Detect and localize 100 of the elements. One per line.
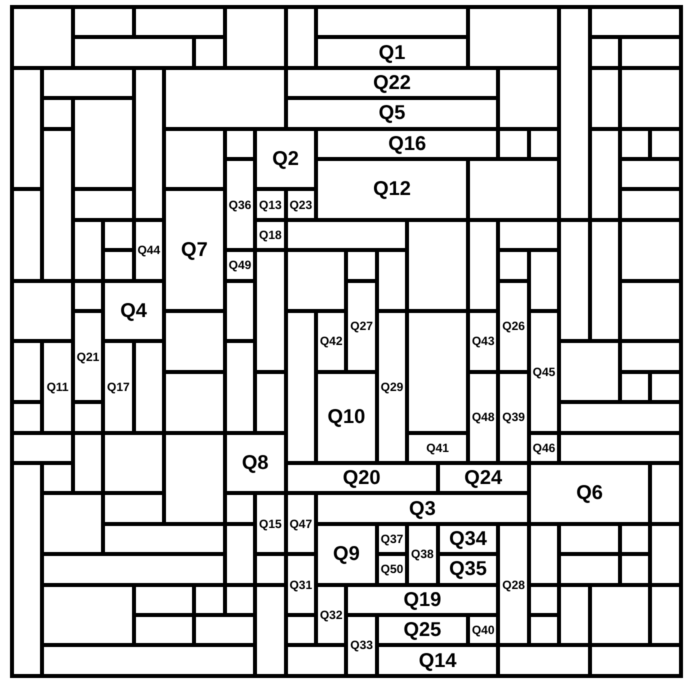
labeled-rectangle: [407, 524, 438, 585]
rectangle-label: Q11: [46, 380, 69, 393]
rectangle-label: Q46: [532, 442, 556, 454]
empty-rectangle: [42, 68, 134, 98]
labeled-rectangle: [316, 524, 377, 585]
empty-rectangle: [620, 220, 683, 281]
labeled-rectangle: [134, 220, 164, 281]
empty-rectangle: [42, 98, 73, 129]
rectangle-label: Q12: [373, 179, 411, 200]
empty-rectangle: [72, 280, 104, 311]
labeled-rectangle: [438, 554, 498, 585]
rectangle-label: Q9: [333, 544, 360, 564]
rectangle-label: Q1: [378, 42, 406, 63]
labeled-rectangle: [528, 311, 560, 433]
empty-rectangle: [10, 432, 73, 463]
rectangle-label: Q45: [532, 366, 556, 378]
rectangle-label: Q42: [320, 335, 343, 348]
rectangle-label: Q2: [272, 148, 299, 169]
rectangle-label: Q44: [137, 244, 160, 256]
rectangle-label: Q41: [426, 442, 449, 454]
labeled-rectangle: [528, 463, 650, 524]
rectangle-label: Q27: [350, 320, 373, 332]
labeled-rectangle: [255, 220, 286, 250]
empty-rectangle: [164, 68, 286, 129]
empty-rectangle: [286, 5, 316, 68]
empty-rectangle: [620, 372, 650, 402]
rectangle-label: Q3: [409, 498, 436, 519]
labeled-rectangle: [316, 128, 498, 159]
rectangle-label: Q34: [449, 528, 487, 549]
labeled-rectangle: [286, 493, 316, 554]
labeled-rectangle: [438, 463, 529, 494]
labeled-rectangle: [376, 524, 408, 554]
labeled-rectangle: [103, 341, 134, 433]
rectangle-label: Q39: [502, 411, 525, 424]
empty-rectangle: [620, 341, 683, 372]
labeled-rectangle: [286, 463, 438, 494]
rectangle-label: Q15: [259, 518, 282, 530]
labeled-rectangle: [468, 311, 498, 372]
labeled-rectangle: [468, 372, 498, 463]
rectangle-label: Q10: [327, 407, 366, 428]
labeled-rectangle: [498, 280, 529, 372]
labeled-rectangle: [164, 189, 225, 311]
labeled-rectangle: [376, 615, 468, 646]
labeled-rectangle: [316, 372, 377, 463]
rectangle-label: Q20: [342, 468, 380, 488]
empty-rectangle: [72, 402, 104, 433]
labeled-rectangle: [346, 584, 498, 615]
rectangle-label: Q24: [464, 468, 502, 488]
rectangle-label: Q5: [378, 103, 406, 124]
rectangle-label: Q17: [107, 380, 130, 393]
empty-rectangle: [224, 5, 286, 68]
rectangle-label: Q22: [373, 72, 411, 93]
rectangle-label: Q29: [380, 381, 404, 393]
empty-rectangle: [10, 402, 42, 433]
empty-rectangle: [286, 250, 346, 311]
rectangle-label: Q26: [502, 320, 525, 332]
empty-rectangle: [286, 311, 316, 463]
empty-rectangle: [10, 463, 42, 678]
rectangle-label: Q38: [411, 548, 434, 560]
rectangle-label: Q49: [228, 259, 252, 272]
empty-rectangle: [164, 128, 225, 190]
empty-rectangle: [620, 159, 683, 190]
rectangle-label: Q8: [242, 452, 269, 473]
rectangle-label: Q14: [418, 650, 456, 671]
empty-rectangle: [498, 220, 560, 250]
empty-rectangle: [528, 584, 560, 615]
labeled-rectangle: [224, 432, 286, 494]
rectangle-label: Q19: [403, 590, 442, 610]
labeled-rectangle: [286, 189, 316, 220]
rectangle-label: Q40: [472, 624, 495, 636]
empty-rectangle: [346, 250, 377, 281]
labeled-rectangle: [286, 68, 498, 98]
empty-rectangle: [286, 645, 346, 678]
rectangle-label: Q4: [120, 300, 147, 321]
labeled-rectangle: [316, 311, 346, 372]
empty-rectangle: [559, 584, 590, 646]
empty-rectangle: [498, 68, 560, 129]
labeled-rectangle: [316, 584, 346, 646]
rectangle-label: Q6: [576, 483, 603, 504]
labeled-rectangle: [255, 189, 286, 220]
labeled-rectangle: [468, 615, 498, 646]
empty-rectangle: [72, 189, 134, 220]
labeled-rectangle: [316, 493, 529, 524]
labeled-rectangle: [376, 645, 498, 678]
empty-rectangle: [42, 463, 73, 494]
empty-rectangle: [134, 341, 164, 433]
rectangle-label: Q47: [289, 518, 312, 530]
labeled-rectangle: [224, 159, 256, 250]
labeled-rectangle: [376, 554, 408, 585]
empty-rectangle: [164, 311, 225, 372]
rectangle-label: Q32: [320, 608, 343, 621]
rectangle-label: Q31: [289, 578, 312, 591]
empty-rectangle: [255, 554, 286, 585]
labeled-rectangle: [376, 311, 408, 463]
labeled-rectangle: [316, 37, 468, 68]
empty-rectangle: [42, 493, 104, 554]
labeled-rectangle: [498, 372, 529, 463]
empty-rectangle: [286, 615, 316, 646]
empty-rectangle: [316, 5, 468, 38]
rectangle-label: Q21: [76, 350, 100, 363]
